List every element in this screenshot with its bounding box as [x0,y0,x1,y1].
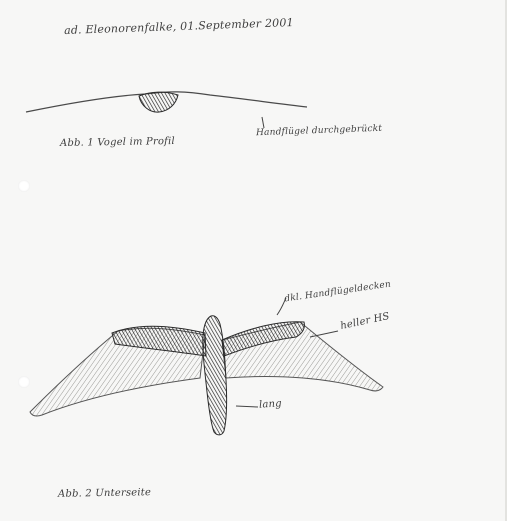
profile-sketch [26,92,307,128]
pointer-long [236,406,258,407]
underside-sketch [30,298,383,435]
profile-pointer-line [262,117,264,128]
label-long: lang [259,398,283,411]
profile-body [139,92,178,112]
figure1-caption: Abb. 1 Vogel im Profil [60,136,175,149]
body-and-tail [203,316,227,435]
figure2-caption: Abb. 2 Unterseite [58,487,151,500]
